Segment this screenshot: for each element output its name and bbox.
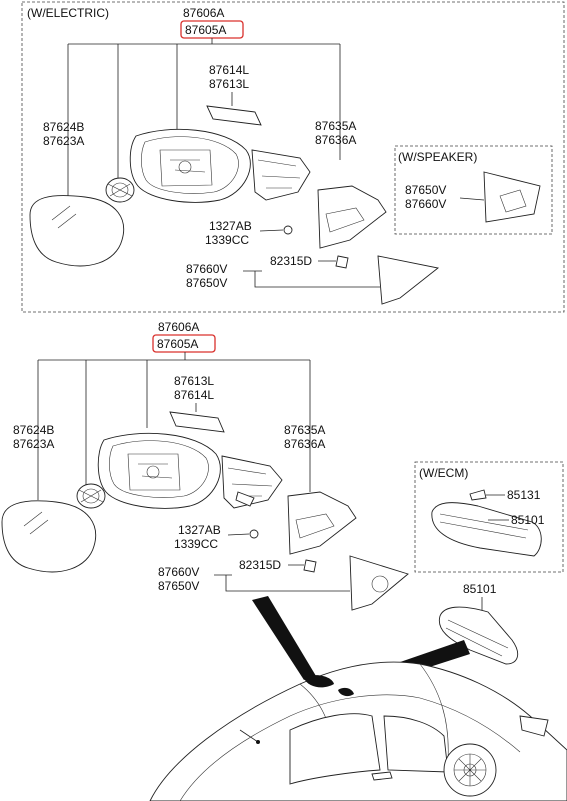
top-group-frame	[21, 1, 565, 313]
bottom-glass-no-2[interactable]: 87623A	[13, 437, 54, 451]
top-glass-no-2[interactable]: 87623A	[43, 134, 84, 148]
ecm-box-title: (W/ECM)	[419, 466, 468, 480]
ecm-part-no-2[interactable]: 85101	[511, 513, 545, 527]
top-clip-no[interactable]: 82315D	[270, 254, 312, 268]
car-side-mirror	[304, 675, 334, 688]
bottom-assembly-highlight	[152, 334, 216, 353]
inside-mirror-part	[438, 606, 519, 665]
ecm-clip-part	[469, 489, 487, 501]
top-group-title: (W/ELECTRIC)	[27, 6, 109, 20]
speaker-part-no-2[interactable]: 87660V	[405, 197, 446, 211]
bottom-garnish-no-2[interactable]: 87650V	[158, 579, 199, 593]
pointer-mirror-left	[252, 596, 316, 680]
bottom-garnish-part	[349, 555, 409, 611]
top-screw-no-2[interactable]: 1339CC	[205, 233, 249, 247]
speaker-part-no-1[interactable]: 87650V	[405, 183, 446, 197]
speaker-garnish-part	[483, 171, 541, 223]
speaker-box-frame	[394, 145, 553, 235]
bottom-assembly-no-1[interactable]: 87606A	[158, 320, 199, 334]
bottom-scalp-cover	[287, 491, 357, 555]
car-illustration	[149, 596, 567, 801]
ecm-inside-mirror	[431, 502, 542, 557]
bottom-clip	[303, 559, 317, 573]
bottom-screw	[249, 529, 259, 539]
bottom-mirror-housing	[97, 432, 221, 509]
bottom-scalp-no-1[interactable]: 87635A	[284, 423, 325, 437]
bottom-mirror-glass	[1, 500, 96, 573]
top-mirror-glass	[29, 195, 125, 267]
bottom-screw-no-1[interactable]: 1327AB	[178, 523, 221, 537]
top-group: (W/ELECTRIC) 87606A 87605A 87614L 87613L…	[21, 1, 565, 313]
top-scalp-no-1[interactable]: 87635A	[315, 119, 356, 133]
ecm-part-no-1[interactable]: 85131	[507, 488, 541, 502]
top-clip	[335, 255, 349, 269]
top-scalp-no-2[interactable]: 87636A	[315, 133, 356, 147]
top-assembly-no-2[interactable]: 87605A	[185, 23, 226, 37]
top-screw-no-1[interactable]: 1327AB	[209, 219, 252, 233]
bottom-cover-trim-no-2[interactable]: 87614L	[174, 388, 214, 402]
bottom-glass-no-1[interactable]: 87624B	[13, 423, 54, 437]
bottom-cover-trim-no-1[interactable]: 87613L	[174, 374, 214, 388]
top-assembly-no-1[interactable]: 87606A	[183, 6, 224, 20]
top-mirror-housing	[129, 128, 251, 203]
top-cover-trim-part	[206, 105, 262, 126]
top-garnish-part	[377, 255, 440, 305]
bottom-screw-no-2[interactable]: 1339CC	[174, 537, 218, 551]
bottom-clip-no[interactable]: 82315D	[239, 558, 281, 572]
bottom-cover-trim-part	[169, 411, 225, 433]
bottom-assembly-leader	[37, 352, 311, 500]
bottom-assembly-no-2[interactable]: 87605A	[157, 337, 198, 351]
top-scalp-cover	[317, 185, 387, 249]
top-garnish-no-2[interactable]: 87650V	[186, 276, 227, 290]
top-garnish-no-1[interactable]: 87660V	[186, 262, 227, 276]
top-assembly-leader	[67, 38, 341, 198]
car-inside-mirror	[338, 687, 354, 697]
inside-mirror-no[interactable]: 85101	[463, 582, 497, 596]
bottom-garnish-no-1[interactable]: 87660V	[158, 565, 199, 579]
ecm-box-frame	[414, 461, 564, 573]
speaker-box-title: (W/SPEAKER)	[398, 150, 477, 164]
top-cover-trim-no-1[interactable]: 87614L	[209, 63, 249, 77]
top-mirror-base	[251, 149, 311, 201]
bottom-group: 87606A 87605A 87613L 87614L 87624B 87623…	[1, 320, 564, 665]
top-screw	[283, 225, 293, 235]
top-cover-trim-no-2[interactable]: 87613L	[209, 77, 249, 91]
bottom-scalp-no-2[interactable]: 87636A	[284, 437, 325, 451]
top-glass-no-1[interactable]: 87624B	[43, 120, 84, 134]
